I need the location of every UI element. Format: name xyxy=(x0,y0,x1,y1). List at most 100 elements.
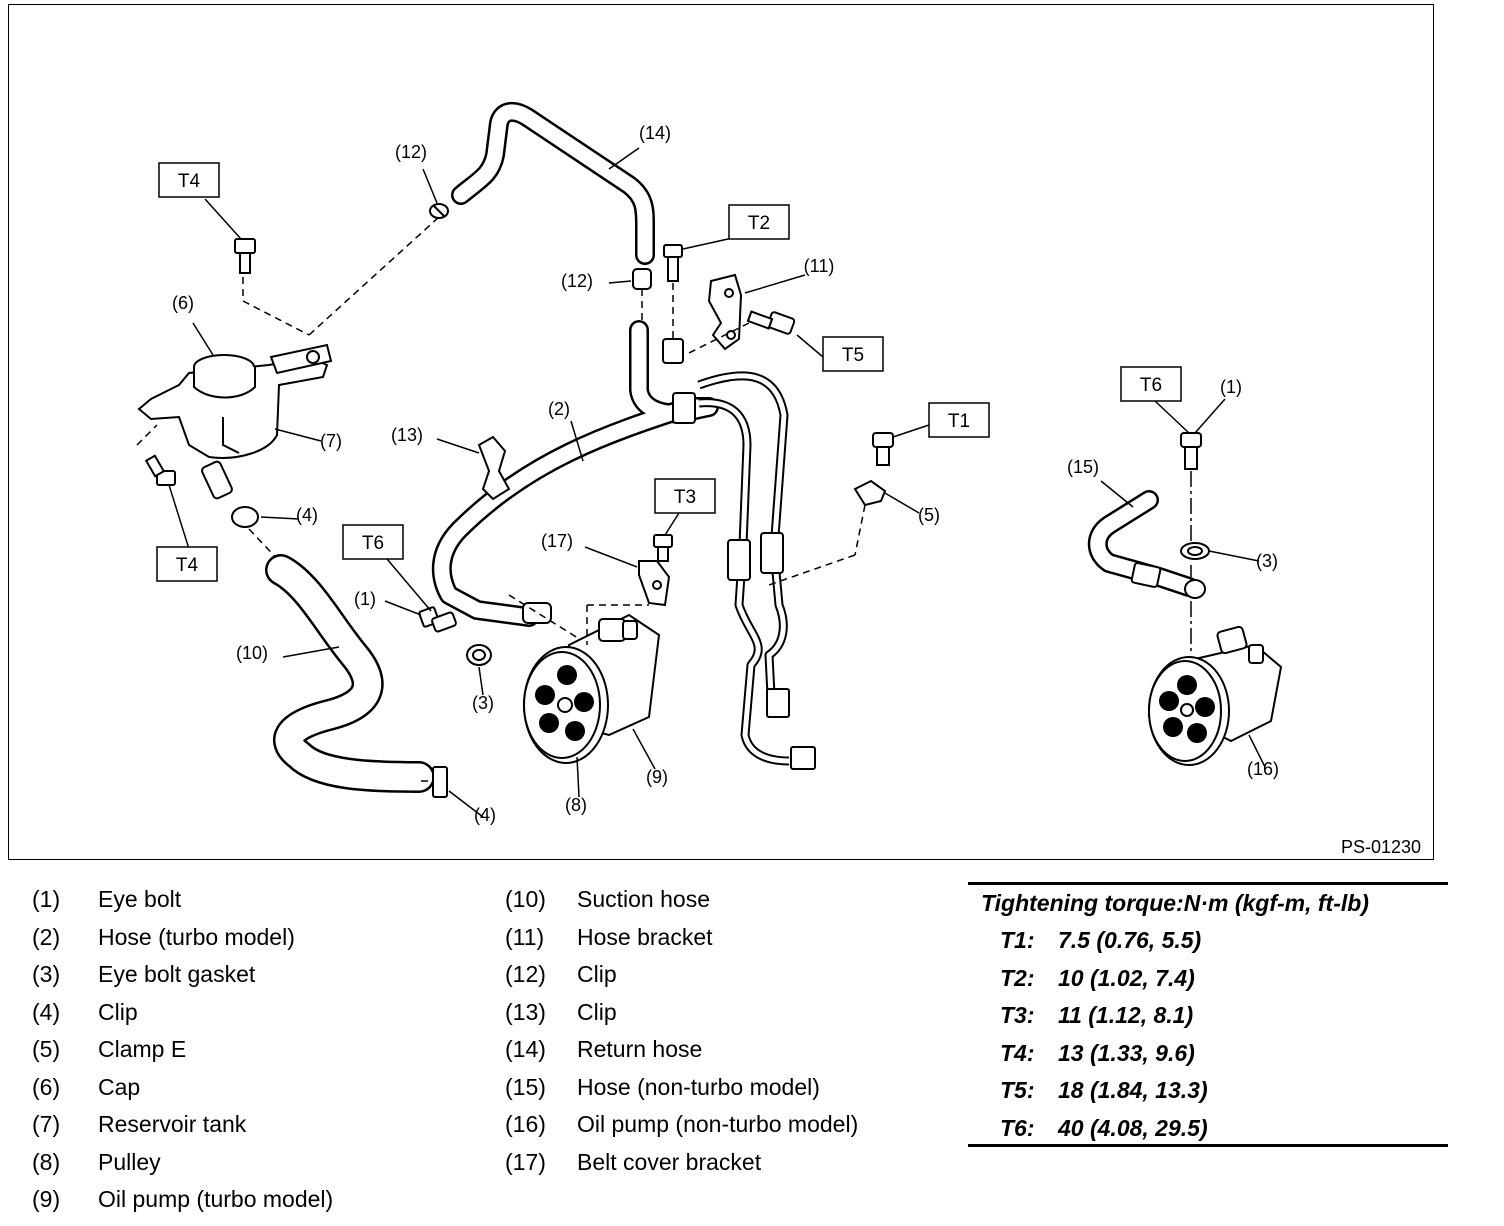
torque-box-label: T4 xyxy=(178,171,201,192)
reservoir-tank xyxy=(137,343,333,459)
suction-hose xyxy=(265,554,448,798)
callout-1-left: (1) xyxy=(354,589,376,609)
legend-part-name: Belt cover bracket xyxy=(577,1149,762,1175)
clip-13 xyxy=(477,435,511,501)
torque-table-title: Tightening torque:N·m (kgf-m, ft-lb) xyxy=(981,890,1369,916)
callout-12-mid: (12) xyxy=(561,271,593,291)
torque-box-t2: T2 xyxy=(728,204,790,240)
leader-lines xyxy=(168,147,1266,818)
pulley-non-turbo xyxy=(1148,656,1230,766)
legend-number: (8) xyxy=(32,1149,61,1175)
exploded-view-diagram: T4 T4 T2 T5 T1 T3 T6 T6 xyxy=(136,101,1421,857)
table-bottom-rule xyxy=(968,1144,1448,1147)
torque-box-label: T6 xyxy=(1140,375,1162,396)
torque-key: T2: xyxy=(1000,965,1035,991)
pulley-turbo xyxy=(523,646,609,764)
torque-box-t3: T3 xyxy=(654,478,716,514)
callout-8: (8) xyxy=(565,795,587,815)
callout-5: (5) xyxy=(918,505,940,525)
callout-4-lower: (4) xyxy=(474,805,496,825)
banjo-fitting xyxy=(508,594,590,646)
callout-17: (17) xyxy=(541,531,573,551)
torque-box-label: T6 xyxy=(362,533,384,554)
callout-6: (6) xyxy=(172,293,194,313)
legend-number: (9) xyxy=(32,1186,61,1212)
pressure-hose-turbo xyxy=(431,320,719,627)
torque-key: T6: xyxy=(1000,1115,1035,1141)
torque-box-t6-left: T6 xyxy=(342,524,404,560)
torque-box-label: T3 xyxy=(674,487,696,508)
legend-number: (2) xyxy=(32,924,61,950)
bolt-t3 xyxy=(653,534,673,562)
torque-table: Tightening torque:N·m (kgf-m, ft-lb) T1:… xyxy=(968,882,1448,1147)
callout-1-right: (1) xyxy=(1220,377,1242,397)
torque-box-t4-bottom: T4 xyxy=(156,546,218,582)
callout-9: (9) xyxy=(646,767,668,787)
torque-key: T5: xyxy=(1000,1077,1035,1103)
legend-number: (17) xyxy=(505,1149,546,1175)
legend-part-name: Hose (non-turbo model) xyxy=(577,1074,820,1100)
clip-12-top xyxy=(429,203,449,219)
table-top-rule xyxy=(968,882,1448,885)
legend-number: (15) xyxy=(505,1074,546,1100)
callout-3-left: (3) xyxy=(472,693,494,713)
torque-value: 18 (1.84, 13.3) xyxy=(1058,1077,1208,1103)
clamp-e xyxy=(768,479,887,586)
dash-reservoir-return xyxy=(308,216,440,336)
torque-box-label: T2 xyxy=(748,213,770,234)
legend-number: (10) xyxy=(505,886,546,912)
legend-number: (16) xyxy=(505,1111,546,1137)
belt-cover-bracket xyxy=(638,560,671,607)
torque-box-label: T5 xyxy=(842,345,864,366)
hose-bracket xyxy=(707,273,743,351)
legend-part-name: Return hose xyxy=(577,1036,703,1062)
legend-number: (6) xyxy=(32,1074,61,1100)
callout-15: (15) xyxy=(1067,457,1099,477)
torque-key: T3: xyxy=(1000,1002,1035,1028)
legend-part-name: Clip xyxy=(577,999,617,1025)
legend-number: (4) xyxy=(32,999,61,1025)
torque-box-label: T1 xyxy=(948,411,970,432)
callout-16: (16) xyxy=(1247,759,1279,779)
legend-part-name: Reservoir tank xyxy=(98,1111,247,1137)
hose-non-turbo xyxy=(1087,490,1206,655)
legend-part-name: Pulley xyxy=(98,1149,161,1175)
legend-number: (5) xyxy=(32,1036,61,1062)
clip-12-mid xyxy=(632,268,652,321)
legend-number: (11) xyxy=(505,924,545,950)
torque-value: 13 (1.33, 9.6) xyxy=(1058,1040,1195,1066)
legend-number: (3) xyxy=(32,961,61,987)
legend-number: (1) xyxy=(32,886,61,912)
torque-box-t4-top: T4 xyxy=(158,162,220,198)
bolt-t4-bottom xyxy=(136,424,176,486)
callout-12-top: (12) xyxy=(395,142,427,162)
legend-part-name: Eye bolt gasket xyxy=(98,961,256,987)
pressure-pipes xyxy=(697,371,816,770)
legend-part-name: Oil pump (non-turbo model) xyxy=(577,1111,859,1137)
bolt-t4-top xyxy=(234,238,310,336)
callout-14: (14) xyxy=(639,123,671,143)
torque-key: T1: xyxy=(1000,927,1035,953)
legend-part-name: Cap xyxy=(98,1074,141,1100)
legend-part-name: Clip xyxy=(577,961,617,987)
legend-part-name: Hose bracket xyxy=(577,924,713,950)
eye-bolt-left xyxy=(418,606,492,666)
legend-part-name: Clamp E xyxy=(98,1036,187,1062)
torque-box-t5: T5 xyxy=(822,336,884,372)
diagram-frame: T4 T4 T2 T5 T1 T3 T6 T6 xyxy=(8,4,1434,860)
reservoir-outlet xyxy=(201,460,284,566)
callout-4-upper: (4) xyxy=(296,505,318,525)
legend-number: (13) xyxy=(505,999,546,1025)
return-hose xyxy=(451,101,655,265)
legend-part-name: Clip xyxy=(98,999,138,1025)
torque-value: 7.5 (0.76, 5.5) xyxy=(1058,927,1202,953)
legend-part-name: Hose (turbo model) xyxy=(98,924,295,950)
eye-bolt-right xyxy=(1180,432,1210,577)
legend-part-name: Oil pump (turbo model) xyxy=(98,1186,334,1212)
torque-box-t6-right: T6 xyxy=(1120,366,1182,402)
figure-code: PS-01230 xyxy=(1341,837,1421,857)
callout-7: (7) xyxy=(320,431,342,451)
legend-part-name: Eye bolt xyxy=(98,886,182,912)
callout-2: (2) xyxy=(548,399,570,419)
callout-10: (10) xyxy=(236,643,268,663)
